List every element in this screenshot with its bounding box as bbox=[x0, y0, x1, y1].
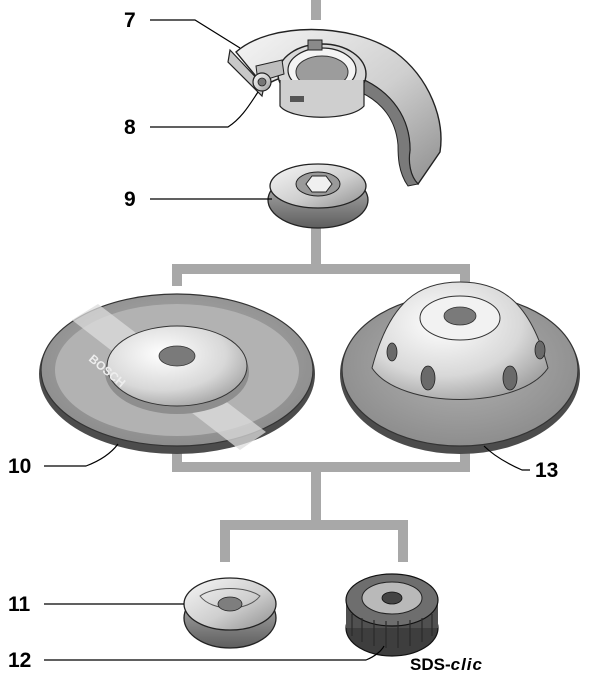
sds-clic-suffix: clic bbox=[450, 655, 483, 674]
callout-8: 8 bbox=[124, 116, 136, 139]
leader-10 bbox=[44, 443, 119, 467]
callout-11: 11 bbox=[8, 593, 31, 616]
leader-7 bbox=[150, 19, 241, 49]
guard-screw bbox=[252, 72, 272, 92]
callout-9: 9 bbox=[124, 188, 136, 211]
leader-lines bbox=[44, 19, 530, 661]
leader-12 bbox=[44, 645, 385, 661]
callout-12: 12 bbox=[8, 649, 32, 672]
sds-clic-label: SDS-clic bbox=[410, 656, 483, 673]
mounting-flange bbox=[267, 163, 369, 229]
callout-7: 7 bbox=[124, 9, 136, 32]
callout-13: 13 bbox=[535, 459, 559, 482]
protection-guard bbox=[227, 28, 442, 187]
clamp-nut bbox=[183, 577, 277, 649]
quick-clamp-nut bbox=[345, 573, 439, 657]
grinding-disc: BOSCH bbox=[39, 293, 315, 454]
connector-lines bbox=[172, 0, 470, 562]
sds-clic-prefix: SDS- bbox=[410, 655, 451, 674]
callout-10: 10 bbox=[8, 455, 32, 478]
cup-grinding-disc bbox=[340, 281, 580, 454]
leader-8 bbox=[150, 91, 259, 128]
leader-13 bbox=[483, 445, 530, 471]
